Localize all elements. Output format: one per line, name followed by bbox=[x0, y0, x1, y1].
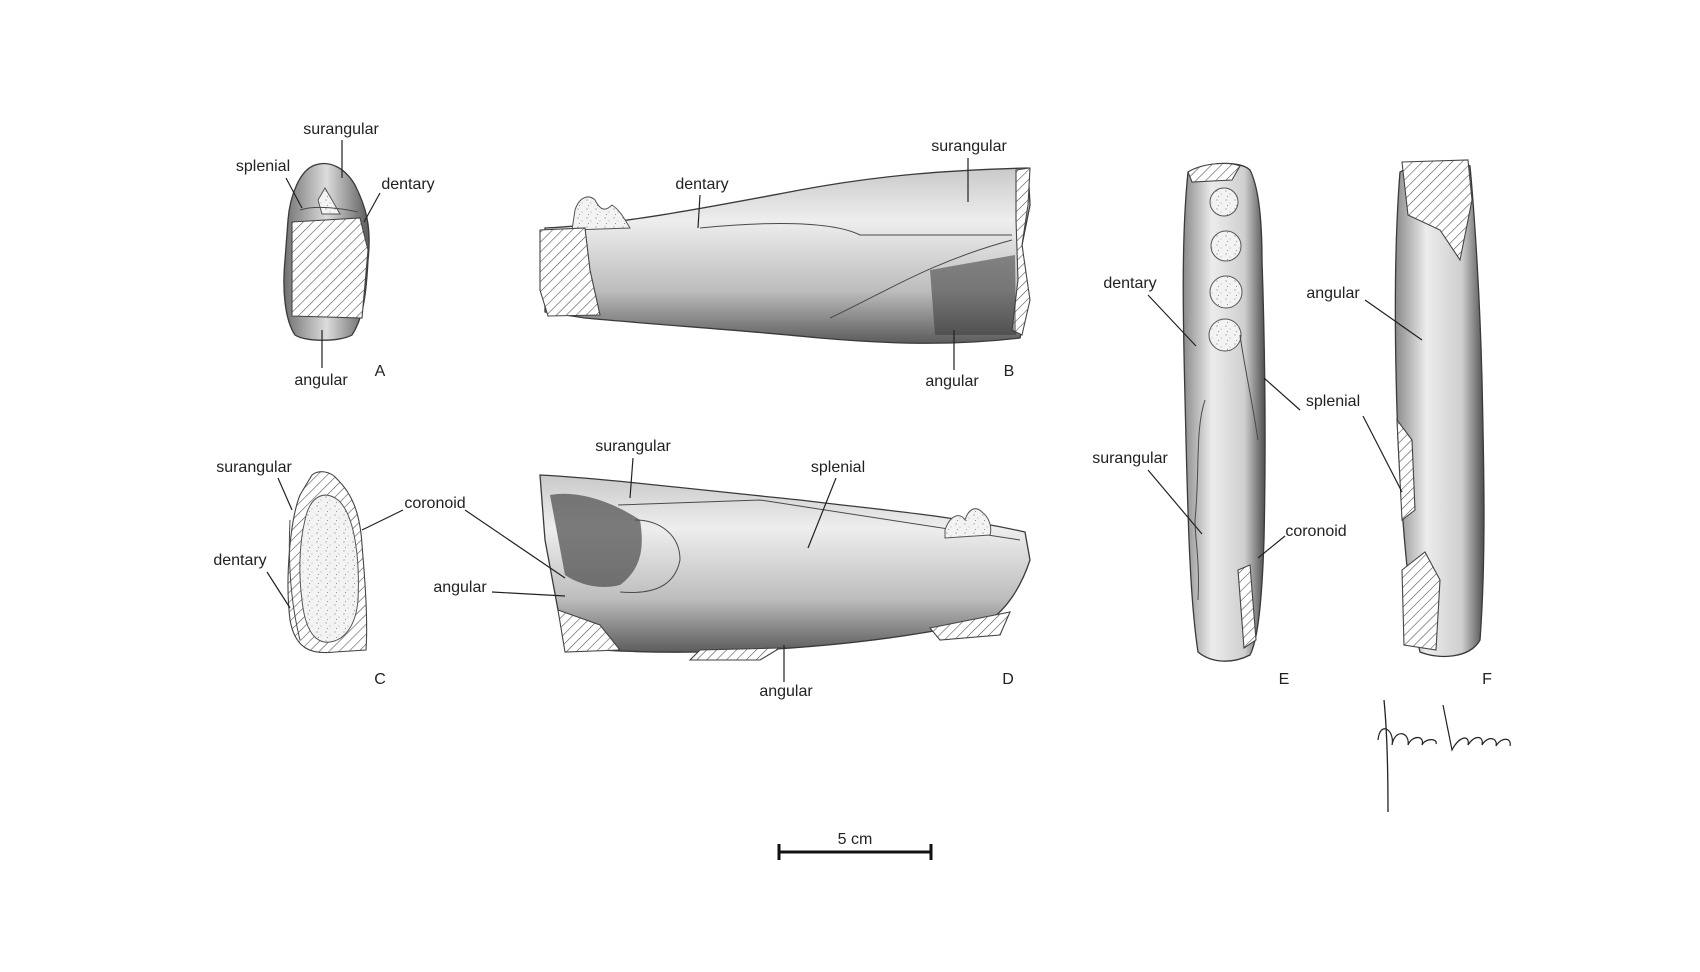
panel-a-letter: A bbox=[375, 363, 386, 380]
panel-b-letter: B bbox=[1004, 363, 1015, 380]
view-f-label-splenial: splenial bbox=[1306, 393, 1360, 410]
artist-signature bbox=[1377, 699, 1511, 813]
view-b-label-dentary: dentary bbox=[675, 176, 728, 193]
view-c-label-surangular: surangular bbox=[216, 459, 292, 476]
panel-d-letter: D bbox=[1002, 671, 1014, 688]
panel-e-letter: E bbox=[1279, 671, 1290, 688]
view-c-specimen bbox=[287, 471, 368, 654]
view-d-label-splenial: splenial bbox=[811, 459, 865, 476]
panel-f-letter: F bbox=[1482, 671, 1492, 688]
view-c-label-coronoid: coronoid bbox=[404, 495, 465, 512]
view-d-specimen bbox=[539, 474, 1031, 661]
view-a-label-dentary: dentary bbox=[381, 176, 434, 193]
scale-bar-label: 5 cm bbox=[838, 831, 873, 848]
view-e-label-coronoid: coronoid bbox=[1285, 523, 1346, 540]
view-e-specimen bbox=[1182, 162, 1266, 662]
view-e-label-surangular: surangular bbox=[1092, 450, 1168, 467]
view-a-label-angular: angular bbox=[294, 372, 348, 389]
scale-bar bbox=[777, 844, 933, 860]
view-d-label-surangular: surangular bbox=[595, 438, 671, 455]
view-c-label-dentary: dentary bbox=[213, 552, 266, 569]
view-b-specimen bbox=[539, 167, 1031, 344]
view-f-label-angular: angular bbox=[1306, 285, 1360, 302]
view-d-label-angular-bottom: angular bbox=[759, 683, 813, 700]
view-b-label-surangular: surangular bbox=[931, 138, 1007, 155]
panel-c-letter: C bbox=[374, 671, 386, 688]
view-b-label-angular: angular bbox=[925, 373, 979, 390]
view-e-label-dentary: dentary bbox=[1103, 275, 1156, 292]
view-f-specimen bbox=[1394, 159, 1485, 658]
view-a-label-surangular: surangular bbox=[303, 121, 379, 138]
view-d-label-angular-left: angular bbox=[433, 579, 487, 596]
view-a-specimen bbox=[283, 162, 370, 341]
view-a-label-splenial: splenial bbox=[236, 158, 290, 175]
